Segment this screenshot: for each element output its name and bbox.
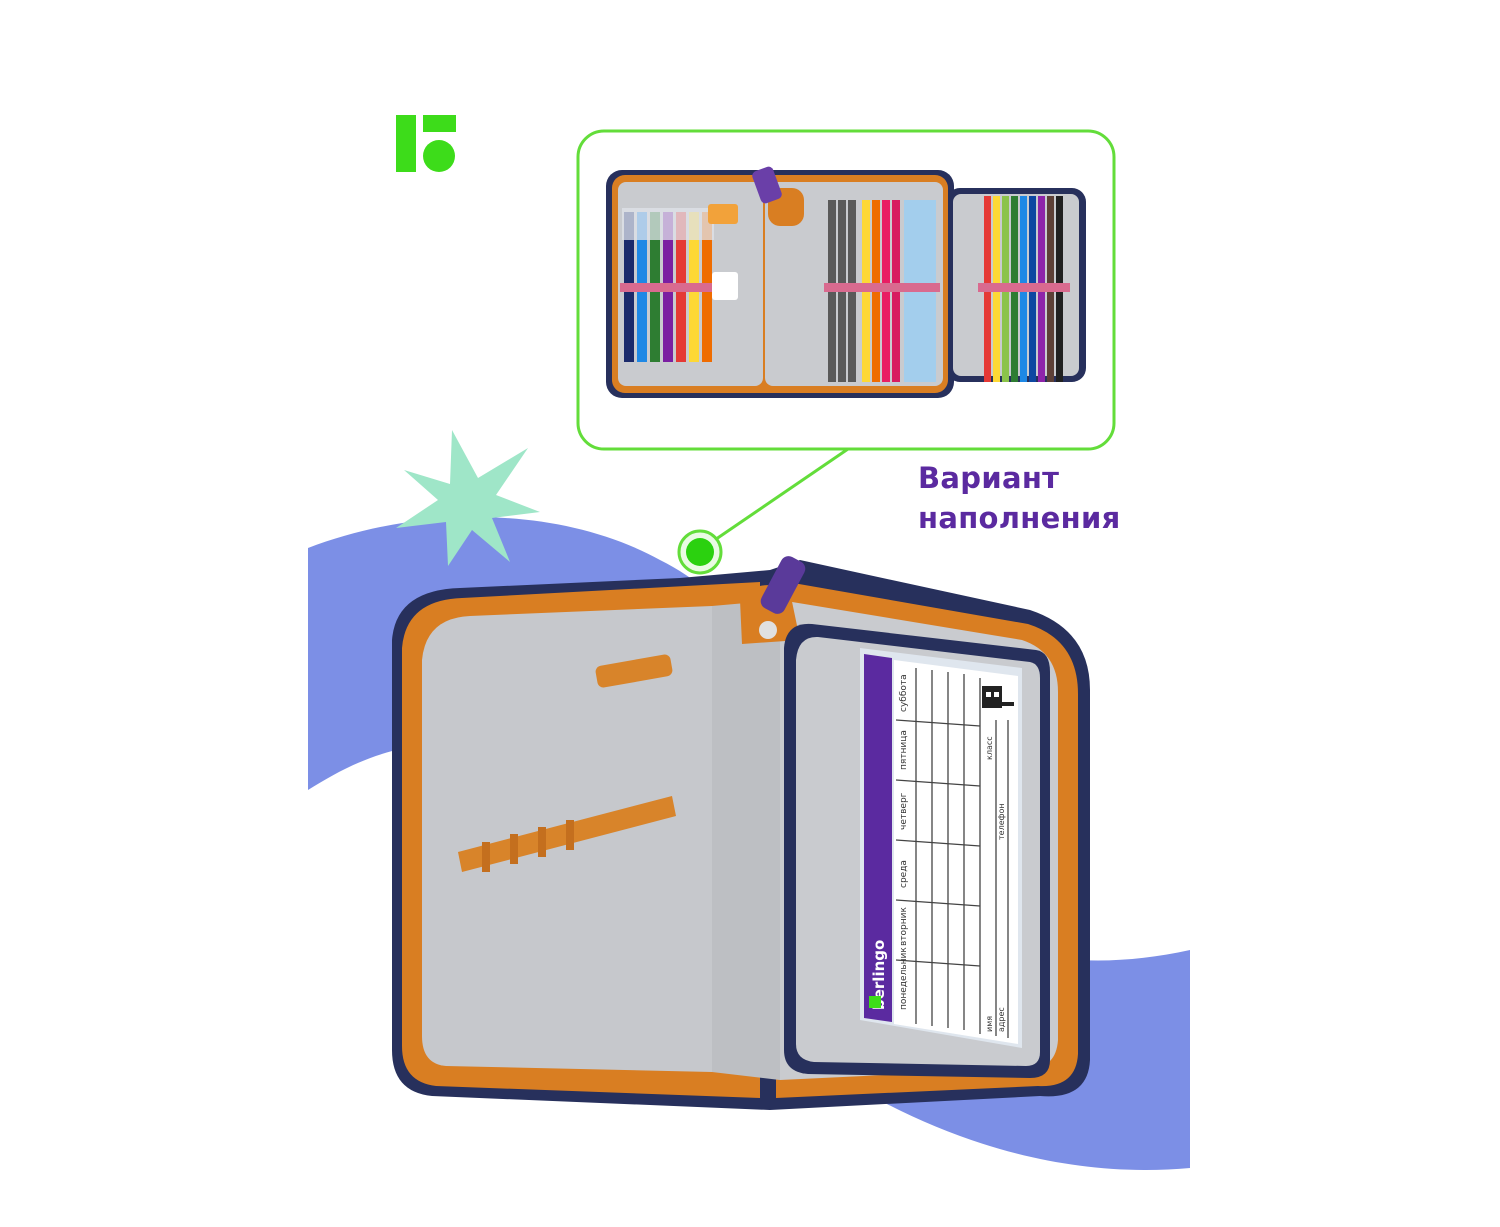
field-label: телефон	[997, 803, 1006, 840]
day-label: четверг	[899, 792, 909, 830]
berlingo-logo-icon	[396, 115, 456, 172]
caption-line-2: наполнения	[918, 501, 1121, 535]
field-label: класс	[985, 736, 994, 760]
card-logo-icon	[869, 996, 881, 1008]
day-label: суббота	[899, 674, 909, 712]
schedule-card-flap: berlingo понедельник вторник среда четве…	[784, 623, 1050, 1078]
field-label: адрес	[997, 1007, 1006, 1032]
mascot-icon	[982, 686, 1014, 708]
day-label: понедельник	[899, 947, 909, 1010]
filled-case-photo	[606, 166, 1086, 398]
sharpener	[708, 204, 738, 224]
filling-option-caption: Вариант наполнения	[918, 458, 1121, 538]
callout-dot-center	[686, 538, 714, 566]
callout-connector	[702, 447, 849, 550]
pencil-set-right	[978, 196, 1070, 382]
caption-line-1: Вариант	[918, 461, 1060, 495]
open-pencil-case: berlingo понедельник вторник среда четве…	[392, 556, 1090, 1110]
field-label: имя	[985, 1016, 994, 1032]
day-label: вторник	[899, 907, 909, 946]
card-brand-label: berlingo	[870, 940, 888, 1010]
star-shape-icon	[396, 430, 540, 566]
pencil-set-center	[824, 200, 940, 382]
day-label: среда	[899, 860, 909, 888]
eraser	[712, 272, 738, 300]
day-label: пятница	[899, 730, 909, 770]
marker-set	[620, 208, 716, 362]
